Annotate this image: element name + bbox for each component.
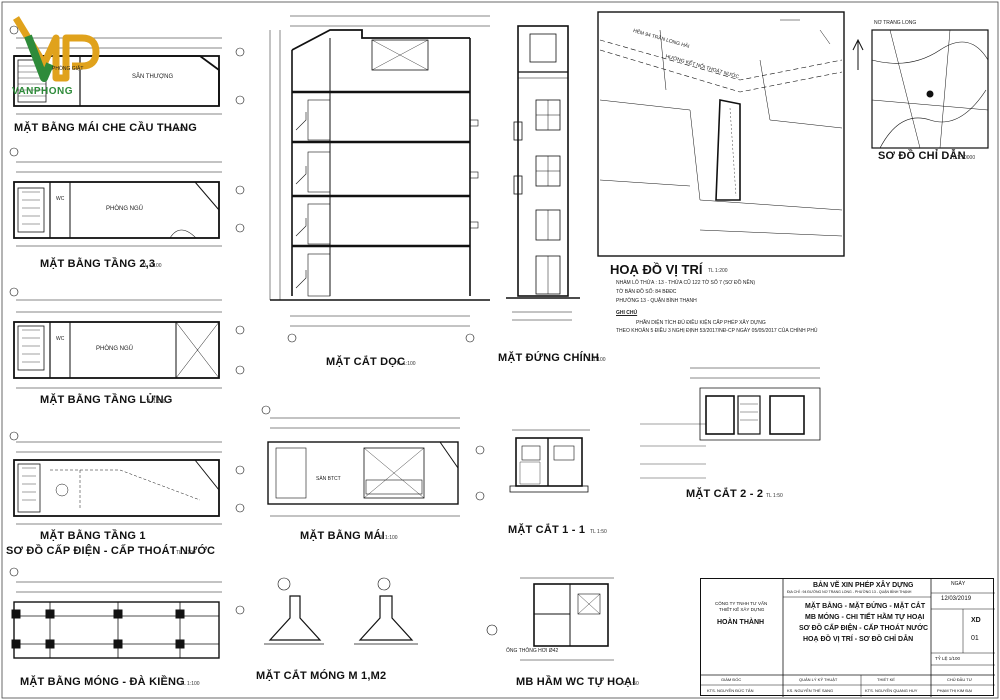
tb-content-3: SƠ ĐỒ CẤP ĐIỆN - CẤP THOÁT NƯỚC: [799, 625, 929, 632]
title-site: HOẠ ĐỒ VỊ TRÍ: [610, 262, 703, 277]
title-roof-stair: MẶT BẰNG MÁI CHE CẦU THANG: [14, 122, 198, 134]
plan-floor-1: [9, 431, 245, 525]
title-septic: MB HẦM WC TỰ HOẠI: [516, 676, 636, 688]
footing-section: [264, 577, 418, 645]
scale-roof-stair: TL 1:100: [168, 127, 188, 133]
company-logo: VANPHONG: [10, 8, 102, 104]
tb-name-3: KTS. NGUYỄN QUANG HUY: [865, 688, 918, 693]
main-elevation: [506, 25, 580, 321]
tb-scale-note: TỶ LỆ 1/100: [935, 656, 961, 661]
tb-content-4: HOẠ ĐỒ VỊ TRÍ - SƠ ĐỒ CHỈ DẪN: [803, 636, 914, 643]
title-block: BẢN VẼ XIN PHÉP XÂY DỰNG ĐỊA CHỈ : 94 ĐƯ…: [700, 578, 995, 697]
tb-content-1: MẶT BẰNG - MẶT ĐỨNG - MẶT CẮT: [805, 603, 926, 610]
title-floor23: MẶT BẰNG TẦNG 2,3: [40, 258, 156, 270]
logo-text: VANPHONG: [12, 86, 74, 97]
scale-section: TL 1:100: [396, 361, 416, 367]
title-elevation: MẶT ĐỨNG CHÍNH: [498, 352, 600, 364]
section-2-2: [640, 367, 821, 479]
scale-mezz: TL 1:100: [146, 399, 166, 405]
septic-note: ỐNG THÔNG HƠI Ø42: [506, 648, 559, 654]
scale-foundation: TL 1:100: [180, 681, 200, 687]
tb-header: BẢN VẼ XIN PHÉP XÂY DỰNG: [813, 582, 914, 589]
tb-content-2: MB MÓNG - CHI TIẾT HẦM TỰ HOẠI: [805, 614, 925, 621]
title-guide: SƠ ĐỒ CHỈ DẪN: [878, 150, 966, 162]
tb-name-4: PHẠM THỊ KIM ĐẠI: [937, 688, 973, 693]
title-section: MẶT CẮT DỌC: [326, 356, 406, 368]
tb-company-line2: THIẾT KẾ XÂY DỰNG: [719, 607, 765, 612]
plan-mezzanine: [9, 287, 245, 389]
guide-map: [852, 29, 989, 149]
scale-floor1: TL 1:100: [176, 550, 196, 556]
wc-label-mezz: WC: [56, 336, 65, 342]
tb-company: HOÀN THÀNH: [717, 619, 765, 626]
scale-section22: TL 1:50: [766, 493, 783, 499]
site-plan: [597, 11, 845, 257]
section-1-1: [509, 429, 590, 493]
title-section11: MẶT CẮT 1 - 1: [508, 524, 586, 536]
title-roof: MẶT BẰNG MÁI: [300, 530, 385, 542]
site-ghichu: GHI CHÚ: [616, 310, 638, 316]
title-mezz: MẶT BẰNG TẦNG LỬNG: [40, 394, 173, 406]
scale-guide: TL 1:10000: [950, 155, 976, 161]
title-block-grid: [701, 579, 995, 697]
guide-street: NƠ TRANG LONG: [874, 20, 917, 26]
subtitle-floor1: SƠ ĐỒ CẤP ĐIỆN - CẤP THOÁT NƯỚC: [6, 545, 216, 557]
title-floor1: MẶT BẰNG TẦNG 1: [40, 530, 146, 542]
plan-floor-2-3: [9, 147, 245, 247]
plan-foundation: [9, 567, 245, 659]
wc-label-floor23: WC: [56, 196, 65, 202]
tb-address: ĐỊA CHỈ : 94 ĐƯỜNG NƠ TRANG LONG - PHƯỜN…: [787, 590, 912, 594]
tb-company-line1: CÔNG TY TNHH TƯ VẤN: [715, 601, 768, 606]
site-note-2: THEO KHOẢN 5 ĐIỀU 3 NGHỊ ĐỊNH 53/2017/NĐ…: [616, 328, 818, 334]
scale-site: TL 1:200: [708, 268, 728, 274]
tb-date: 12/03/2019: [941, 596, 972, 602]
scale-roof: TL 1:100: [378, 535, 398, 541]
tb-role-4: CHỦ ĐẦU TƯ: [947, 677, 973, 682]
scale-septic: TL 1:50: [622, 681, 639, 687]
site-line-2: TỜ BẢN ĐỒ SỐ: 84 BĐĐC: [616, 289, 677, 295]
room-label-floor23: PHÒNG NGỦ: [106, 206, 144, 212]
room-label-mezz: PHÒNG NGỦ: [96, 346, 134, 352]
title-section22: MẶT CẮT 2 - 2: [686, 488, 764, 500]
roof-plan: [261, 405, 485, 517]
septic-tank-plan: [486, 577, 614, 661]
room-label-roof: SÂN THƯỢNG: [132, 74, 174, 80]
roof-slab-label: SÀN BTCT: [316, 476, 341, 482]
tb-role-2: QUẢN LÝ KỸ THUẬT: [799, 677, 838, 682]
tb-sheet: XD: [971, 617, 981, 624]
title-foundation: MẶT BẰNG MÓNG - ĐÀ KIỀNG: [20, 676, 185, 688]
room-label-laundry: PHÒNG GIẶT: [52, 66, 84, 72]
scale-elevation: TL 1:100: [586, 357, 606, 363]
tb-role-1: GIÁM ĐỐC: [721, 677, 742, 682]
site-line-3: PHƯỜNG 13 - QUẬN BÌNH THẠNH: [616, 298, 697, 304]
scale-section11: TL 1:50: [590, 529, 607, 535]
tb-sheet-no: 01: [971, 635, 979, 642]
longitudinal-section: [269, 15, 490, 343]
tb-name-1: KTS. NGUYỄN ĐỨC TÂN: [707, 688, 754, 693]
site-note: PHẦN DIỆN TÍCH ĐỦ ĐIỀU KIỆN CẤP PHÉP XÂY…: [636, 320, 766, 326]
title-footing: MẶT CẮT MÓNG M 1,M2: [256, 670, 387, 682]
logo-mark-icon: [13, 16, 100, 82]
tb-name-2: KS. NGUYỄN THẾ SANG: [787, 688, 834, 693]
tb-role-3: THIẾT KẾ: [877, 677, 895, 682]
scale-floor23: TL 1:100: [142, 263, 162, 269]
site-line-1: NHÀM LÔ THỬA : 13 - THỬA CŨ 122 TỜ SỐ 7 …: [616, 280, 756, 286]
tb-date-label: NGÀY: [951, 581, 966, 587]
